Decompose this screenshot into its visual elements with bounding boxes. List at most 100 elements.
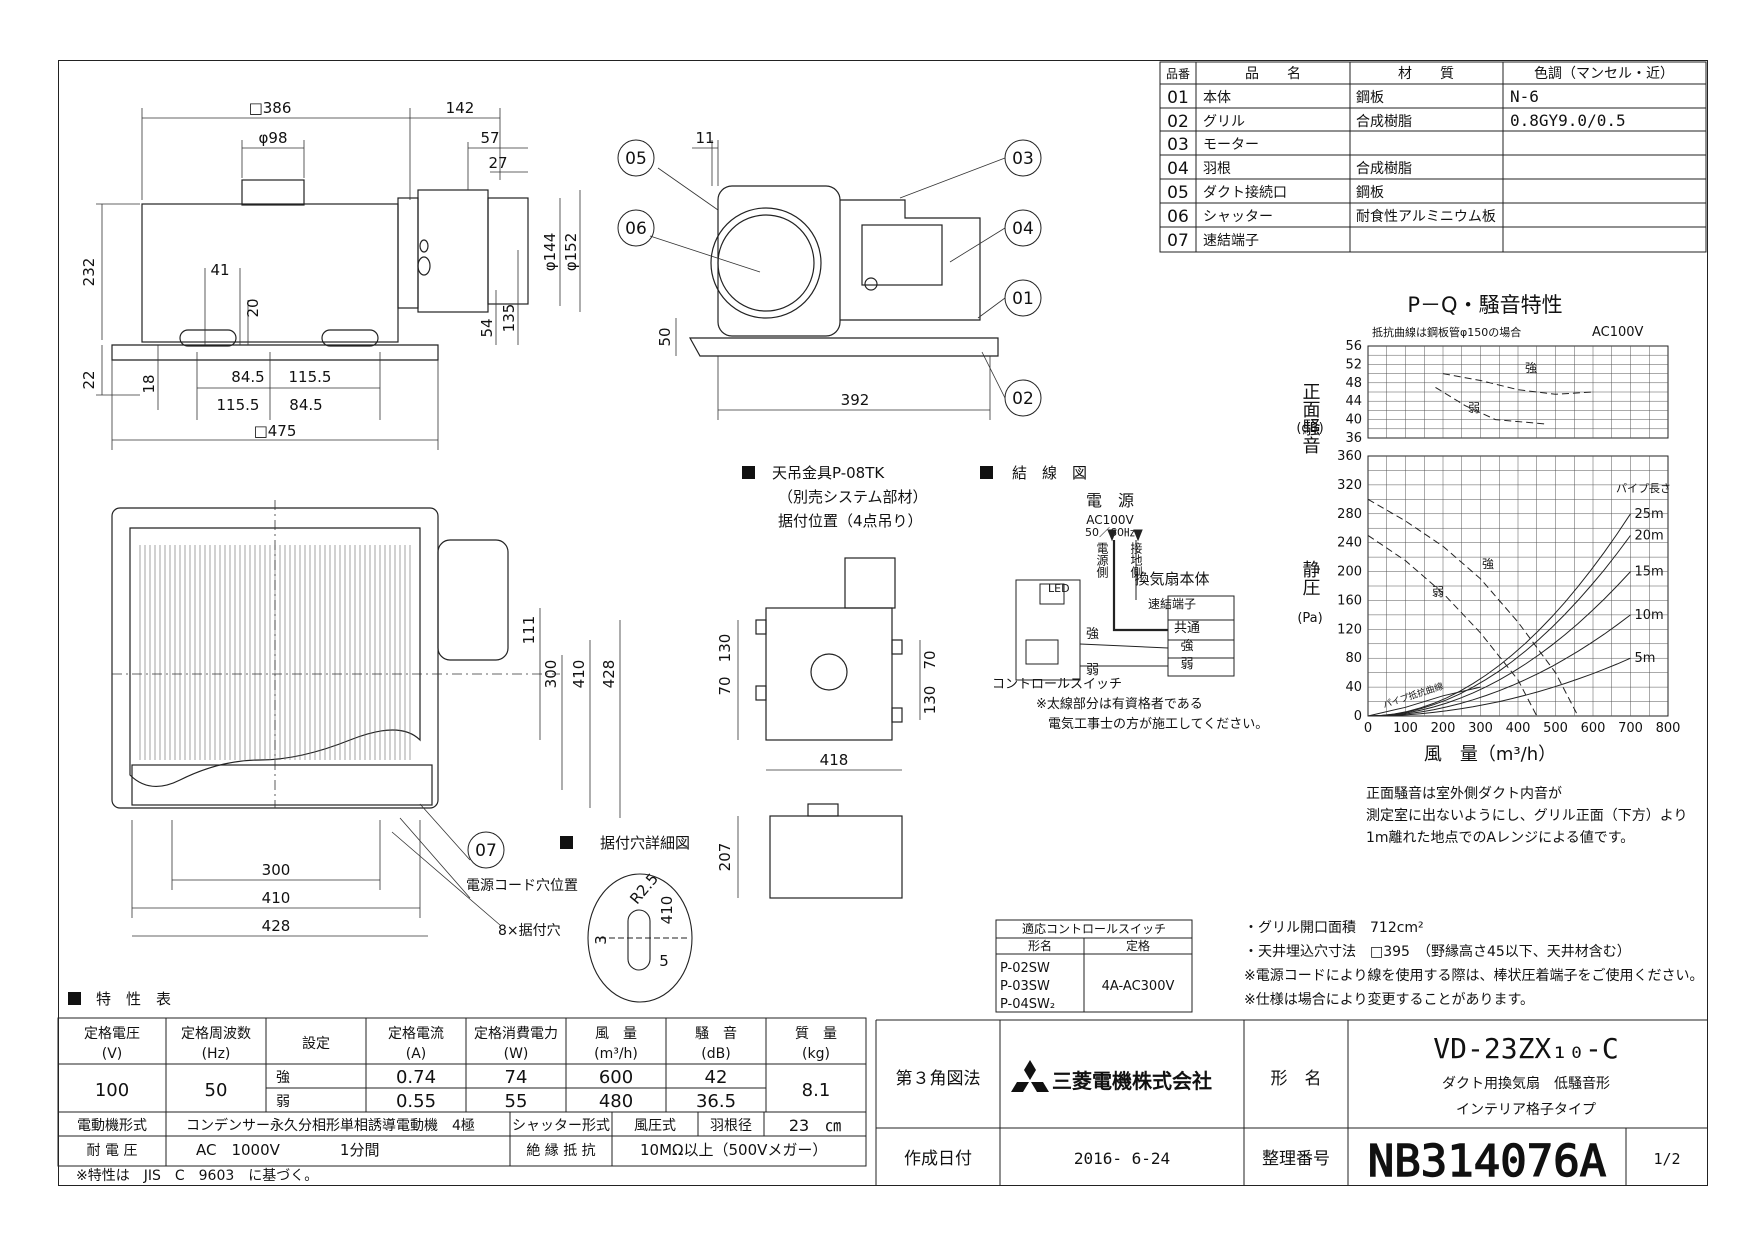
dim-98: φ98	[259, 129, 288, 147]
pq-grid	[1367, 345, 1669, 717]
spec-u-noise: (dB)	[701, 1046, 730, 1062]
noise-tick-label: 44	[1345, 394, 1362, 409]
spec-blade-label: 羽根径	[710, 1118, 752, 1134]
switch-table-col1: 形名	[1028, 938, 1052, 953]
parts-name-05: ダクト接続口	[1203, 184, 1287, 201]
pq-pipe-label: パイプ長さ	[1616, 482, 1671, 495]
spec-shutter-label: シャッター形式	[512, 1118, 610, 1134]
wiring-body: 換気扇本体	[1134, 570, 1209, 588]
model-label: 形 名	[1271, 1069, 1322, 1089]
spec-weak-label: 弱	[276, 1094, 290, 1110]
wiring-strong: 強	[1180, 639, 1193, 654]
parts-no-07: 07	[1167, 231, 1189, 251]
pipe-resistance-curve	[1367, 614, 1631, 717]
spec-insul-label: 絶 縁 抵 抗	[526, 1143, 595, 1159]
wiring-line-weak: 弱	[1086, 663, 1099, 678]
mount-hole-title: 据付穴詳細図	[600, 834, 690, 852]
spec-blade: 23 ㎝	[789, 1116, 841, 1135]
model-desc-2: インテリア格子タイプ	[1456, 1102, 1596, 1118]
pipe-length-label: 15m	[1635, 565, 1664, 580]
spec-withstand-label: 耐 電 圧	[87, 1143, 138, 1159]
spec-strong-air: 600	[599, 1067, 633, 1088]
dim-84-5-a: 84.5	[231, 368, 264, 386]
spec-weak-power: 55	[505, 1091, 528, 1112]
parts-no-05: 05	[1167, 183, 1189, 203]
spec-h-voltage: 定格電圧	[84, 1026, 140, 1042]
parts-header-color: 色調（マンセル・近）	[1534, 65, 1674, 82]
wiring-terminal: 速結端子	[1148, 597, 1196, 611]
parts-header-no: 品番	[1166, 67, 1190, 81]
grille-dimlines	[112, 500, 621, 937]
spec-h-mass: 質 量	[795, 1026, 837, 1042]
wiring-note2: 電気工事士の方が施工してください。	[1048, 716, 1268, 732]
spec-strong-power: 74	[505, 1067, 528, 1088]
dim-410-v: 410	[570, 660, 588, 689]
note-4: ※仕様は場合により変更することがあります。	[1244, 991, 1534, 1008]
spec-motor-label: 電動機形式	[77, 1118, 147, 1134]
hanger-plan-view	[755, 557, 903, 899]
dim-207: 207	[716, 843, 734, 872]
pressure-tick-label: 240	[1337, 536, 1362, 551]
model-number: VD-23ZX₁₀-C	[1433, 1032, 1618, 1065]
x-tick-label: 400	[1506, 721, 1531, 736]
pq-curve-weak-line	[1367, 534, 1538, 717]
pq-curve-strong-line	[1367, 498, 1579, 717]
switch-rating: 4A-AC300V	[1102, 979, 1175, 994]
spec-h-freq: 定格周波数	[181, 1026, 251, 1042]
note-1: ・グリル開口面積 712cm²	[1244, 920, 1424, 936]
wiring-ac: AC100V	[1086, 513, 1134, 527]
dim-22: 22	[80, 370, 98, 389]
spec-weak-current: 0.55	[396, 1091, 436, 1112]
dim-27: 27	[488, 154, 507, 172]
wiring-switch: コントロールスイッチ	[992, 677, 1122, 692]
spec-strong-label: 強	[276, 1070, 290, 1086]
parts-no-04: 04	[1167, 159, 1189, 179]
parts-color-02: 0.8GY9.0/0.5	[1510, 111, 1626, 130]
pressure-tick-label: 160	[1337, 593, 1362, 608]
front-section-view	[688, 185, 999, 357]
callout-02: 02	[1012, 389, 1034, 409]
mount-hole-detail	[587, 873, 693, 1003]
hanger-sub: （別売システム部材）	[778, 488, 928, 506]
pq-title: P－Q・騒音特性	[1407, 293, 1562, 317]
noise-tick-label: 56	[1345, 339, 1362, 354]
dim-111: 111	[520, 616, 538, 645]
pressure-tick-label: 0	[1354, 709, 1362, 724]
hanger-title: 天吊金具P-08TK	[772, 464, 885, 482]
dim-135: 135	[500, 304, 518, 333]
x-tick-label: 200	[1431, 721, 1456, 736]
grille-slats	[139, 545, 411, 760]
parts-no-02: 02	[1167, 112, 1189, 132]
pipe-resistance-base	[1367, 686, 1481, 717]
spec-insul: 10MΩ以上（500Vメガー）	[640, 1141, 827, 1159]
dim-142: 142	[446, 99, 475, 117]
callouts: 05 06 03 04 01 02 07	[467, 139, 1042, 869]
front-section-dimlines	[649, 140, 1006, 420]
switch-table	[995, 919, 1193, 1013]
parts-mat-04: 合成樹脂	[1356, 161, 1412, 177]
spec-marker	[68, 992, 81, 1005]
x-tick-label: 100	[1393, 721, 1418, 736]
dim-152: φ152	[562, 233, 580, 272]
spec-table	[57, 1017, 867, 1167]
callout-05: 05	[625, 149, 647, 169]
spec-u-voltage: (V)	[102, 1046, 123, 1062]
parts-mat-01: 鋼板	[1356, 90, 1384, 106]
dim-84-5-b: 84.5	[289, 396, 322, 414]
note-3: ※電源コードにより線を使用する際は、棒状圧着端子をご使用ください。	[1244, 967, 1703, 984]
dim-70-b: 70	[921, 650, 939, 669]
pipe-resistance-curve	[1367, 571, 1631, 717]
pq-noise-weak-line	[1435, 386, 1549, 425]
wiring-title: 結 線 図	[1012, 464, 1087, 482]
spec-u-current: (A)	[406, 1046, 427, 1062]
parts-header-name: 品 名	[1245, 66, 1301, 82]
dim-70-a: 70	[716, 676, 734, 695]
spec-u-power: (W)	[504, 1046, 529, 1062]
title-block	[875, 1019, 1708, 1186]
model-desc-1: ダクト用換気扇 低騒音形	[1442, 1075, 1610, 1092]
date-value: 2016- 6-24	[1074, 1149, 1170, 1168]
callout-07: 07	[475, 841, 497, 861]
dim-130-b: 130	[921, 686, 939, 715]
pipe-length-label: 25m	[1635, 507, 1664, 522]
parts-name-04: 羽根	[1203, 161, 1231, 177]
